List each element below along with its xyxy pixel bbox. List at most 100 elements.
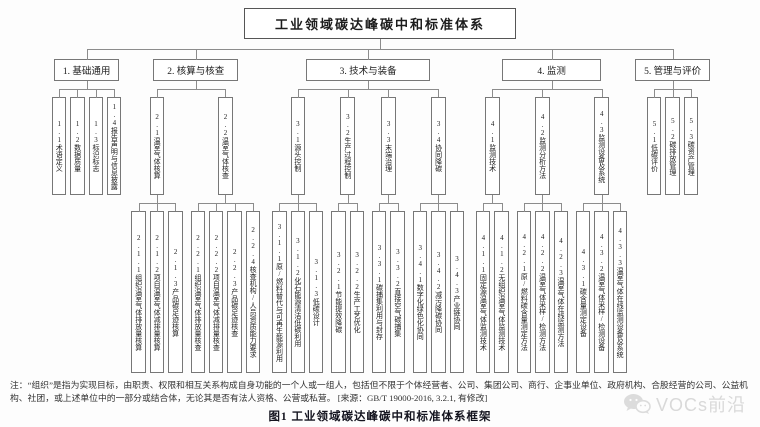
subcategory-node: 1.2数据质量	[70, 97, 85, 195]
standard-item-node: 2.2.3产品碳足迹核查	[227, 211, 242, 373]
subcategory-node: 5.3碳资产管理	[683, 97, 699, 195]
diagram-root-node: 工业领域碳达峰碳中和标准体系	[243, 8, 516, 39]
standard-item-node: 4.3.2温室气体采样/检测设备	[594, 211, 609, 373]
standard-item-node: 3.3.2直接空气碳捕集	[390, 211, 405, 373]
standard-item-node: 2.2.2项目温室气体减排量核查	[208, 211, 224, 373]
tree-item: 3.3.1碳捕集利用与封存	[370, 203, 390, 373]
tree-item: 3.4.3产业链协同	[447, 203, 466, 373]
subcategory-node: 3.2生产过程控制	[340, 97, 355, 195]
footnote: 注：“组织”是指为实现目标，由职责、权限和相互关系构成自身功能的一个人或一组人，…	[10, 379, 748, 405]
standard-item-node: 4.2.1原/燃料碳含量测定方法	[516, 211, 532, 373]
tree-item: 4.2.1原/燃料碳含量测定方法	[515, 203, 535, 373]
tree-item: 3.3.2直接空气碳捕集	[388, 203, 406, 373]
tree-item: 3.4.1数字化绿色化协同	[411, 203, 431, 373]
tree-item: 4.1.1固定源温室气体监测技术	[474, 203, 494, 373]
tree-item: 3.1.2化石能源清洁低碳利用	[288, 203, 309, 373]
tree-item: 3.2.1节能提效降碳	[329, 203, 350, 373]
tree-item: 4.1.2无组织温室气体监测技术	[492, 203, 510, 373]
tree-item: 5.1低碳评价	[645, 89, 665, 195]
tree-item: 2.1.2项目温室气体减排量核算	[147, 203, 168, 373]
subcategory-node: 3.4协同降碳	[431, 97, 446, 195]
wechat-logo-icon	[623, 394, 651, 414]
subcategory-node: 5.1低碳评价	[647, 97, 662, 195]
tree-item: 1.2数据质量	[68, 89, 89, 195]
tree-item: 3.2.2生产工艺优化	[347, 203, 366, 373]
tree-item: 1.4报告声明与信息披露	[105, 89, 123, 195]
standard-item-node: 4.3.1碳含量测定设备	[575, 211, 591, 373]
tree-item: 4.2.2温室气体采样/检测方法	[533, 203, 553, 373]
subcategory-node: 4.3监测设备及系统	[594, 97, 609, 195]
standard-item-node: 3.4.3产业链协同	[449, 211, 465, 373]
subcategory-node: 4.1监测技术	[485, 97, 500, 195]
standard-item-node: 4.2.3温室气体在线监测方法	[553, 211, 568, 373]
standard-item-node: 3.4.1数字化绿色化协同	[412, 211, 428, 373]
tree-item: 2.2.4核查机构/人员资质能力要求	[243, 203, 262, 373]
standard-item-node: 4.2.2温室气体采样/检测方法	[535, 211, 550, 373]
standard-item-node: 3.2.2生产工艺优化	[349, 211, 365, 373]
tree-item: 5.3碳资产管理	[681, 89, 700, 195]
watermark-text: VOCs前沿	[655, 395, 746, 415]
standard-item-node: 3.4.2减污降碳协同	[431, 211, 446, 373]
subcategory-node: 2.2温室气体核查	[218, 97, 233, 195]
footnote-text: 注：“组织”是指为实现目标，由职责、权限和相互关系构成自身功能的一个人或一组人，…	[10, 380, 748, 403]
standard-item-node: 3.3.1碳捕集利用与封存	[372, 211, 387, 373]
tree-item: 3.1.3低碳设计	[306, 203, 325, 373]
tree-item: 2.2.3产品碳足迹核查	[225, 203, 246, 373]
tree-item: 5.2碳排放管理	[663, 89, 684, 195]
subcategory-node: 3.1源头控制	[290, 97, 305, 195]
standard-item-node: 3.2.1节能提效降碳	[331, 211, 346, 373]
subcategory-node: 1.1术语定义	[51, 97, 67, 195]
tree-item: 2.2.1组织温室气体排放量核查	[189, 203, 209, 373]
tree-item: 2.1.1组织温室气体排放量核算	[129, 203, 150, 373]
tree-item: 4.2.3温室气体在线监测方法	[551, 203, 570, 373]
branch-node: 3. 技术与装备	[306, 59, 431, 81]
tree-item: 2.1.3产品碳足迹核算	[166, 203, 184, 373]
branch-node: 4. 监测	[502, 59, 601, 81]
subcategory-node: 5.2碳排放管理	[665, 97, 680, 195]
subcategory-node: 2.1温室气体核算	[149, 97, 165, 195]
standard-item-node: 4.1.2无组织温室气体监测技术	[494, 211, 509, 373]
standard-item-node: 2.2.4核查机构/人员资质能力要求	[245, 211, 261, 373]
branch-node: 1. 基础通用	[53, 59, 120, 81]
footnote-source: [来源：GB/T 19000-2016, 3.2.1, 有修改]	[337, 392, 488, 403]
tree-item: 4.3.1碳含量测定设备	[574, 203, 594, 373]
tree-item: 1.3标识标志	[86, 89, 107, 195]
tree-item: 1.1术语定义	[50, 89, 70, 195]
standard-item-node: 2.1.2项目温室气体减排量核算	[149, 211, 165, 373]
subcategory-node: 4.2监测分析方法	[535, 97, 550, 195]
tree-item: 4.3.3温室气体在线监测设备及系统	[610, 203, 629, 373]
tree-item: 4.3.2温室气体采样/检测设备	[592, 203, 613, 373]
subcategory-node: 3.3末端治理	[381, 97, 396, 195]
standard-item-node: 3.1.3低碳设计	[308, 211, 324, 373]
watermark: VOCs前沿	[623, 391, 746, 417]
tree-item: 3.1.1原/燃料替代与可再生能源利用	[270, 203, 290, 373]
